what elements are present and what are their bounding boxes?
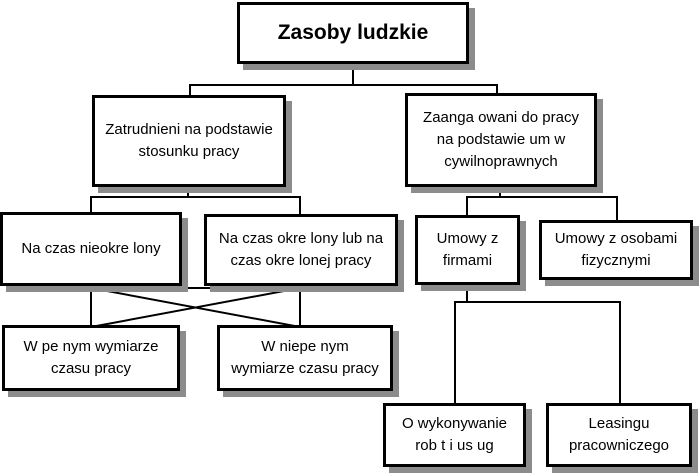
node-czas-nieokreslony: Na czas nieokre lony <box>0 212 182 286</box>
node-czas-okreslony: Na czas okre lony lub na czas okre lonej… <box>204 214 398 286</box>
node-niepelny-wymiar: W niepe nym wymiarze czasu pracy <box>217 325 393 391</box>
node-umowy-z-firmami: Umowy z firmami <box>415 215 520 285</box>
node-pelny-wymiar: W pe nym wymiarze czasu pracy <box>2 325 180 391</box>
node-wykonywanie-robot: O wykonywanie rob t i us ug <box>383 403 526 467</box>
node-zatrudnieni: Zatrudnieni na podstawie stosunku pracy <box>92 95 286 187</box>
node-zaangazowani: Zaanga owani do pracy na podstawie um w … <box>405 93 597 187</box>
node-umowy-z-osobami: Umowy z osobami fizycznymi <box>539 220 693 280</box>
node-zasoby-ludzkie: Zasoby ludzkie <box>237 2 469 64</box>
node-leasing-pracowniczy: Leasingu pracowniczego <box>546 403 692 467</box>
